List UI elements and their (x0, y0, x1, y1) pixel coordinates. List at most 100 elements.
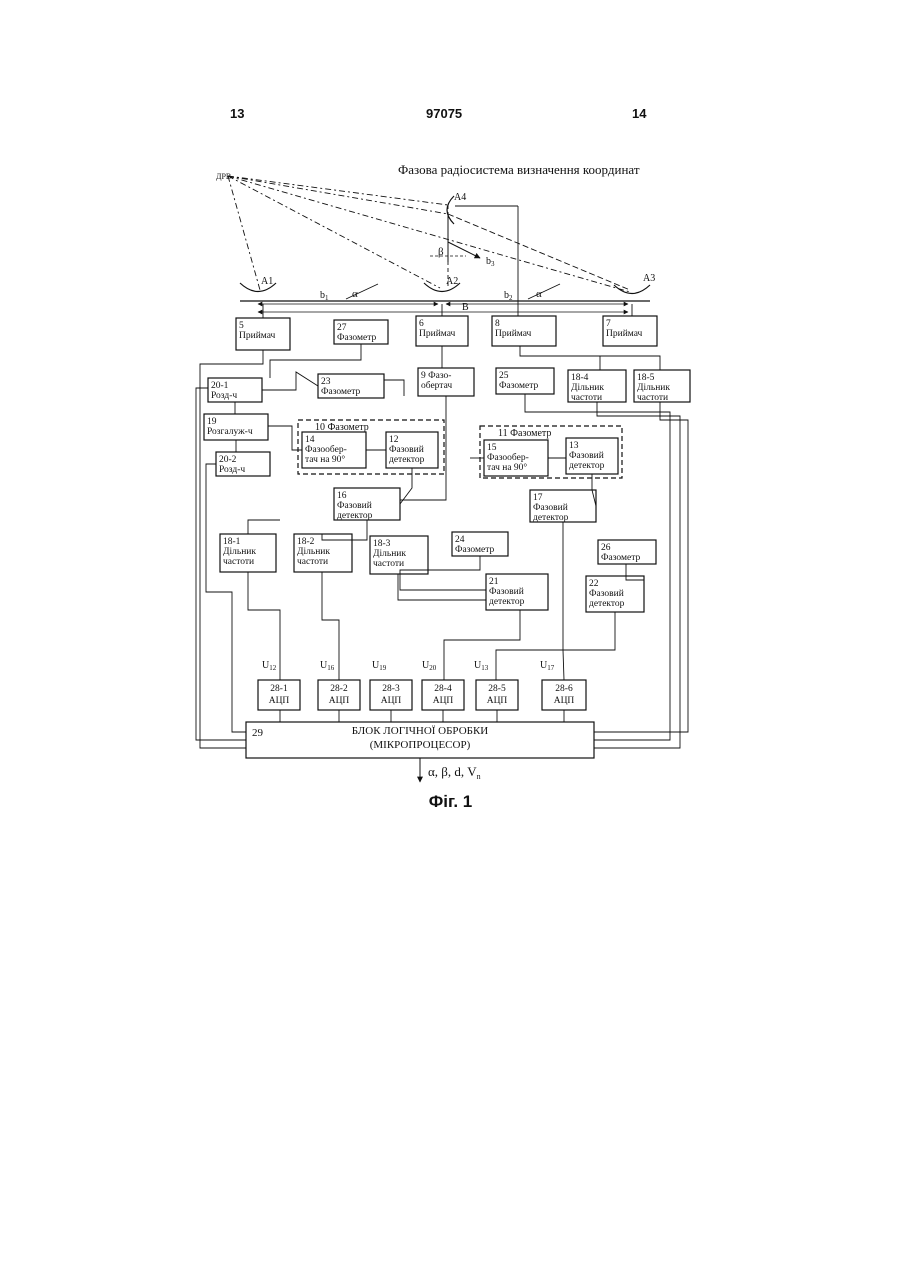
block-b14-line-3: тач на 90° (305, 454, 345, 465)
block-b18-2-line-2: Дільник (297, 547, 330, 557)
block-b16-line-3: детектор (337, 511, 373, 521)
block-b17-line-1: 17 (533, 493, 543, 503)
block-b13-line-1: 13 (569, 441, 579, 451)
voltage-label-1: U12 (262, 660, 277, 672)
block-b18-5-line-1: 18-5 (637, 373, 655, 383)
block-b17: 17Фазовийдетектор (530, 490, 596, 523)
block-b19: 19Розгалуж-ч (204, 414, 268, 440)
block-b18-4-line-1: 18-4 (571, 373, 589, 383)
block-b26: 26Фазометр (598, 540, 656, 564)
block-b19-line-1: 19 (207, 417, 217, 427)
antenna-a4-label: A4 (454, 192, 466, 203)
block-adc6-line-1: 28-6 (555, 684, 573, 694)
block-adc3: 28-3АЦП (370, 680, 412, 710)
block-b13-line-2: Фазовий (569, 450, 604, 461)
block-b18-5: 18-5Дільникчастоти (634, 370, 690, 403)
block-b29-line-3: (МІКРОПРОЦЕСОР) (370, 739, 471, 751)
block-b20-2-line-2: Розд-ч (219, 465, 245, 475)
baseline-b1-label: b1 (320, 290, 329, 302)
block-b26-line-1: 26 (601, 543, 611, 553)
block-b22-line-1: 22 (589, 579, 599, 589)
block-b18-3: 18-3Дільникчастоти (370, 536, 428, 574)
angle-alpha-label-1: α (352, 288, 358, 300)
voltage-label-2: U16 (320, 660, 335, 672)
block-adc6-line-2: АЦП (554, 696, 575, 706)
block-b23: 23Фазометр (318, 374, 384, 398)
block-adc3-line-1: 28-3 (382, 684, 400, 694)
block-b15: 15Фазообер-тач на 90° (484, 440, 548, 476)
block-b19-line-2: Розгалуж-ч (207, 427, 253, 437)
block-b24-line-2: Фазометр (455, 545, 494, 555)
block-b20-1: 20-1Розд-ч (208, 378, 262, 402)
block-b7-line-1: 7 (606, 319, 611, 329)
block-b12-line-1: 12 (389, 435, 399, 445)
block-b24: 24Фазометр (452, 532, 508, 556)
block-b18-5-line-2: Дільник (637, 383, 670, 393)
wire-12 (384, 380, 404, 396)
block-b12-line-2: Фазовий (389, 444, 424, 455)
block-adc4: 28-4АЦП (422, 680, 464, 710)
baseline-B-label: B (462, 302, 469, 313)
block-b17-line-3: детектор (533, 513, 569, 523)
block-b12: 12Фазовийдетектор (386, 432, 438, 468)
block-adc6: 28-6АЦП (542, 680, 586, 710)
block-b16-line-1: 16 (337, 491, 347, 501)
block-b21: 21Фазовийдетектор (486, 574, 548, 610)
block-b7-line-2: Приймач (606, 328, 643, 339)
block-b14: 14Фазообер-тач на 90° (302, 432, 366, 468)
block-b6: 6Приймач (416, 316, 468, 346)
voltage-label-5: U13 (474, 660, 489, 672)
block-b9-line-1: 9 Фазо- (421, 371, 451, 381)
block-b26-line-2: Фазометр (601, 553, 640, 563)
block-b25-line-2: Фазометр (499, 381, 538, 391)
block-b22-line-2: Фазовий (589, 588, 624, 599)
block-adc4-line-2: АЦП (433, 696, 454, 706)
block-b18-2-line-1: 18-2 (297, 537, 315, 547)
wire-8 (520, 346, 600, 370)
wire-23 (248, 520, 280, 534)
block-b20-1-line-2: Розд-ч (211, 391, 237, 401)
block-adc5-line-2: АЦП (487, 696, 508, 706)
block-adc2: 28-2АЦП (318, 680, 360, 710)
group-phasemeter-11-label: 11 Фазометр (498, 428, 551, 439)
block-b20-2: 20-2Розд-ч (216, 452, 270, 476)
block-b8-line-2: Приймач (495, 328, 532, 339)
block-b27-line-2: Фазометр (337, 333, 376, 343)
block-b5-line-1: 5 (239, 321, 244, 331)
wire-26 (496, 612, 615, 680)
block-b16: 16Фазовийдетектор (334, 488, 400, 521)
block-b9-line-2: обертач (421, 380, 452, 391)
angle-beta-label: β (438, 246, 444, 258)
block-b18-3-line-3: частоти (373, 559, 404, 569)
block-b21-line-1: 21 (489, 577, 499, 587)
baseline-b2-label: b2 (504, 290, 513, 302)
wire-42 (206, 464, 246, 732)
voltage-label-4: U20 (422, 660, 437, 672)
block-b29-line-2: БЛОК ЛОГІЧНОЇ ОБРОБКИ (352, 725, 489, 737)
block-b7: 7Приймач (603, 316, 657, 346)
block-adc2-line-1: 28-2 (330, 684, 348, 694)
block-b18-4-line-2: Дільник (571, 383, 604, 393)
block-adc5: 28-5АЦП (476, 680, 518, 710)
block-b8: 8Приймач (492, 316, 556, 346)
block-b14-line-1: 14 (305, 435, 315, 445)
block-b24-line-1: 24 (455, 535, 465, 545)
block-b18-3-line-2: Дільник (373, 549, 406, 559)
antenna-a3-icon (614, 285, 650, 294)
block-b29-line-1: 29 (252, 727, 264, 739)
block-b15-line-1: 15 (487, 443, 497, 453)
block-adc1: 28-1АЦП (258, 680, 300, 710)
block-adc3-line-2: АЦП (381, 696, 402, 706)
block-b6-line-1: 6 (419, 319, 424, 329)
block-b22: 22Фазовийдетектор (586, 576, 644, 612)
block-b23-line-2: Фазометр (321, 387, 360, 397)
angle-alpha-label-2: α (536, 288, 542, 300)
block-b18-4: 18-4Дільникчастоти (568, 370, 626, 403)
figure-caption: Фіг. 1 (0, 792, 901, 812)
block-b13: 13Фазовийдетектор (566, 438, 618, 474)
diagram-title: Фазова радіосистема визначення координат (398, 162, 640, 177)
baseline-b3-label: b3 (486, 256, 495, 268)
block-b18-4-line-3: частоти (571, 393, 602, 403)
block-b25-line-1: 25 (499, 371, 509, 381)
block-b5-line-2: Приймач (239, 330, 276, 341)
